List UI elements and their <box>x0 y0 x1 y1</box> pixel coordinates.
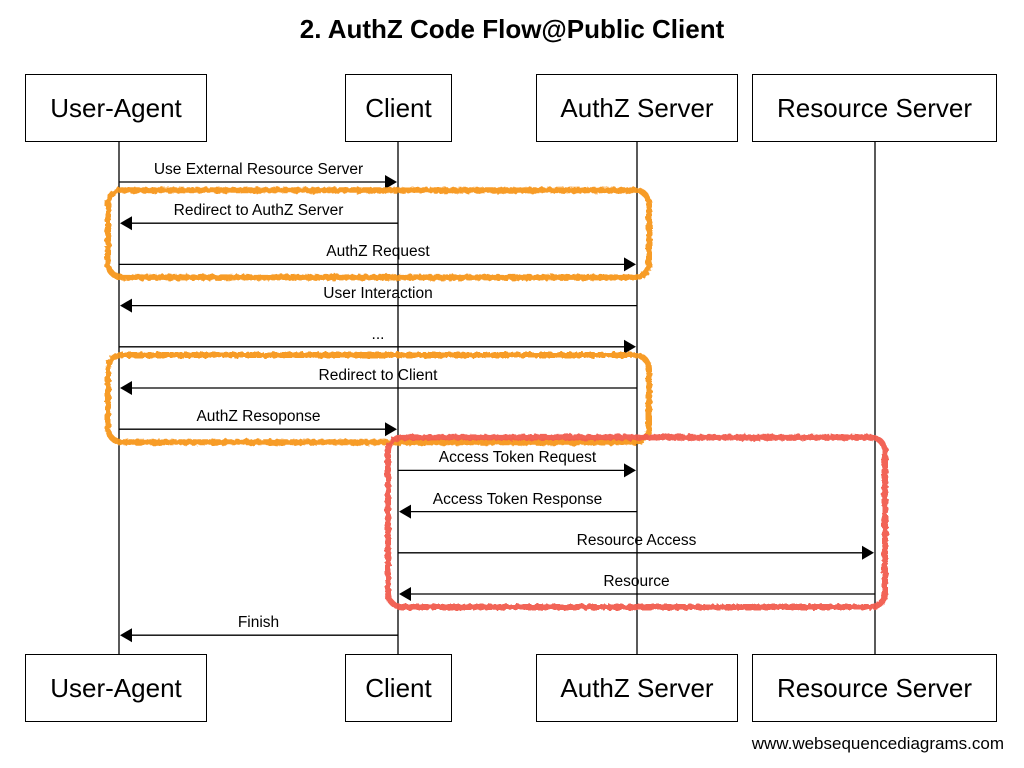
message-arrowhead <box>120 381 132 395</box>
highlight-box <box>105 187 652 281</box>
participant-resource-server-bottom: Resource Server <box>752 654 997 722</box>
footer-credit: www.websequencediagrams.com <box>751 734 1004 753</box>
messages <box>119 175 875 643</box>
highlight-boxes <box>105 187 888 610</box>
participant-client-bottom: Client <box>345 654 452 722</box>
message-arrowhead <box>399 587 411 601</box>
message-label: AuthZ Resoponse <box>196 408 321 426</box>
message-arrowhead <box>624 463 636 478</box>
participant-authz-server-top: AuthZ Server <box>536 74 738 142</box>
participant-authz-server-bottom: AuthZ Server <box>536 654 738 722</box>
diagram-title: 2. AuthZ Code Flow@Public Client <box>299 14 725 44</box>
highlight-box <box>105 352 652 446</box>
message-label: Redirect to Client <box>318 367 438 384</box>
message-arrowhead <box>624 339 636 354</box>
message-label: ... <box>371 325 385 343</box>
lifelines <box>118 142 876 654</box>
message-label: Access Token Request <box>438 449 597 467</box>
participant-user-agent-bottom: User-Agent <box>25 654 207 722</box>
message-label: Access Token Response <box>432 490 603 508</box>
message-label: User Interaction <box>323 284 433 302</box>
message-arrowhead <box>120 298 132 313</box>
message-label: Redirect to AuthZ Server <box>173 202 344 220</box>
participant-client-top: Client <box>345 74 452 142</box>
message-arrowhead <box>385 422 397 437</box>
message-arrowhead <box>862 545 874 560</box>
message-label: Finish <box>237 614 280 632</box>
message-arrowhead <box>120 216 132 231</box>
participant-user-agent-top: User-Agent <box>25 74 207 142</box>
message-arrowhead <box>385 175 397 189</box>
highlight-box <box>385 434 888 610</box>
message-arrowhead <box>624 257 636 272</box>
message-label: AuthZ Request <box>326 243 430 261</box>
message-label: Resource <box>603 573 670 590</box>
message-label: Resource Access <box>576 531 697 549</box>
message-label: Use External Resource Server <box>153 161 364 178</box>
message-arrowhead <box>399 504 411 519</box>
message-arrowhead <box>120 628 132 643</box>
participant-resource-server-top: Resource Server <box>752 74 997 142</box>
